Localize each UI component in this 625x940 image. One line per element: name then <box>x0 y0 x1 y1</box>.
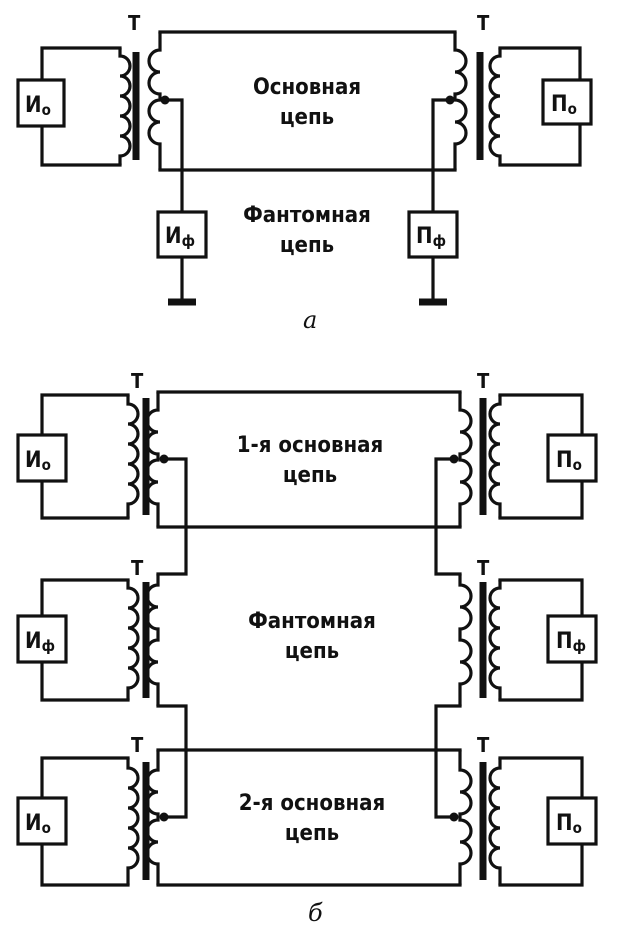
transformer-label-left: Т <box>128 11 141 35</box>
row3-transformer-label-right: Т <box>477 733 490 757</box>
caption-b: б <box>308 899 323 927</box>
row1-left-secondary-coil <box>145 392 160 527</box>
diagram-b: Ио По Иф Пф Ио По Т Т Т Т Т Т 1-я основн… <box>16 369 598 927</box>
left-center-tap-dot <box>160 95 170 105</box>
row3-right-primary-coil <box>488 758 502 885</box>
left-secondary-coil <box>147 32 162 170</box>
main-circuit-subtitle: цепь <box>280 105 334 130</box>
row3-source-label: Ио <box>25 811 51 837</box>
row2-circuit-title: Фантомная <box>248 609 376 634</box>
row1-source-box <box>16 433 68 483</box>
row2-circuit-subtitle: цепь <box>285 639 339 664</box>
main-circuit-title: Основная <box>253 75 361 100</box>
phantom-tap-right <box>431 98 452 214</box>
left-primary-coil <box>118 48 132 165</box>
row2-left-primary-coil <box>126 580 140 700</box>
source-main-box <box>16 78 66 128</box>
row2-left-secondary-coil <box>145 574 160 706</box>
row2-source-box <box>16 614 68 664</box>
phantom-link-right-bottom <box>434 704 462 819</box>
right-center-tap-dot <box>445 95 455 105</box>
row1-transformer-label-right: Т <box>477 369 490 393</box>
row1-circuit-title: 1-я основная <box>237 433 383 458</box>
row2-transformer-label-left: Т <box>131 556 144 580</box>
source-phantom-box <box>156 210 208 259</box>
row1-receiver-label: По <box>556 448 582 474</box>
row3-right-secondary-coil <box>458 750 473 885</box>
source-phantom-label: Иф <box>165 224 195 250</box>
row1-right-secondary-coil <box>458 392 473 527</box>
receiver-main-box <box>541 78 593 126</box>
row2-right-secondary-coil <box>458 574 473 706</box>
phantom-circuit-subtitle: цепь <box>280 233 334 258</box>
right-secondary-coil <box>453 32 468 170</box>
source-main-label: Ио <box>25 93 51 119</box>
row2-source-label: Иф <box>25 629 55 655</box>
row2-transformer-label-right: Т <box>477 556 490 580</box>
row2-receiver-box <box>546 614 598 664</box>
diagram-a: Ио По Иф Пф Т Т Основная цепь Фантомная … <box>16 11 593 334</box>
transformer-label-right: Т <box>477 11 490 35</box>
row2-receiver-label: Пф <box>556 629 586 655</box>
right-primary-coil <box>488 48 502 165</box>
row1-right-primary-coil <box>488 395 502 518</box>
receiver-phantom-label: Пф <box>416 224 446 250</box>
row1-left-primary-coil <box>126 395 140 518</box>
row1-circuit-subtitle: цепь <box>283 463 337 488</box>
receiver-phantom-box <box>407 210 459 259</box>
row3-receiver-label: По <box>556 811 582 837</box>
row1-transformer-label-left: Т <box>131 369 144 393</box>
row3-source-box <box>16 796 68 846</box>
row3-receiver-box <box>546 796 598 846</box>
caption-a: а <box>303 306 317 334</box>
phantom-tap-left <box>163 98 184 214</box>
row2-right-primary-coil <box>488 580 502 700</box>
row3-left-primary-coil <box>126 758 140 885</box>
row1-receiver-box <box>546 433 598 483</box>
row3-circuit-subtitle: цепь <box>285 821 339 846</box>
row3-circuit-title: 2-я основная <box>239 791 385 816</box>
row1-source-label: Ио <box>25 448 51 474</box>
phantom-link-left-bottom <box>156 704 188 819</box>
row3-left-secondary-coil <box>145 750 160 885</box>
row3-transformer-label-left: Т <box>131 733 144 757</box>
phantom-link-right-top <box>434 457 462 576</box>
phantom-link-left-top <box>156 457 188 576</box>
receiver-main-label: По <box>551 92 577 118</box>
phantom-circuit-title: Фантомная <box>243 203 371 228</box>
